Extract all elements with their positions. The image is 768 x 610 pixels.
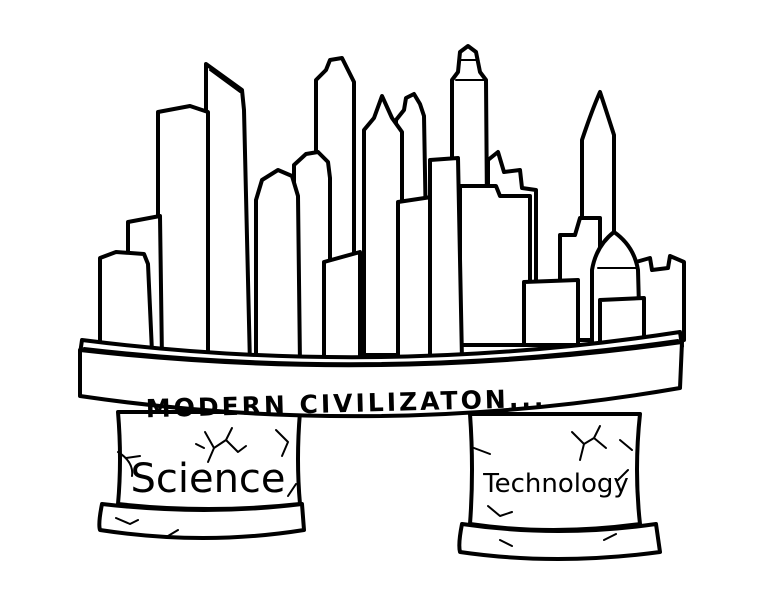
pillar-label-science: Science (130, 456, 285, 502)
right-low-building (634, 254, 686, 342)
left-slab-tower (156, 104, 210, 367)
pillar-technology: Technology (457, 412, 662, 561)
left-building-rounded (254, 168, 302, 367)
left-blade-tower (204, 62, 252, 367)
left-front-block (98, 250, 154, 354)
city-skyline (98, 44, 686, 367)
banner (78, 340, 684, 419)
mid-right-building-c (522, 278, 580, 347)
center-mid-building (322, 250, 362, 362)
mid-right-building-b (458, 184, 532, 347)
banner-ring: MODERN CIVILIZATON... (78, 330, 684, 423)
pillar-science: Science (97, 410, 306, 540)
spire-tower (580, 90, 616, 252)
center-right-block (428, 156, 464, 362)
pillar-label-technology: Technology (482, 469, 629, 499)
